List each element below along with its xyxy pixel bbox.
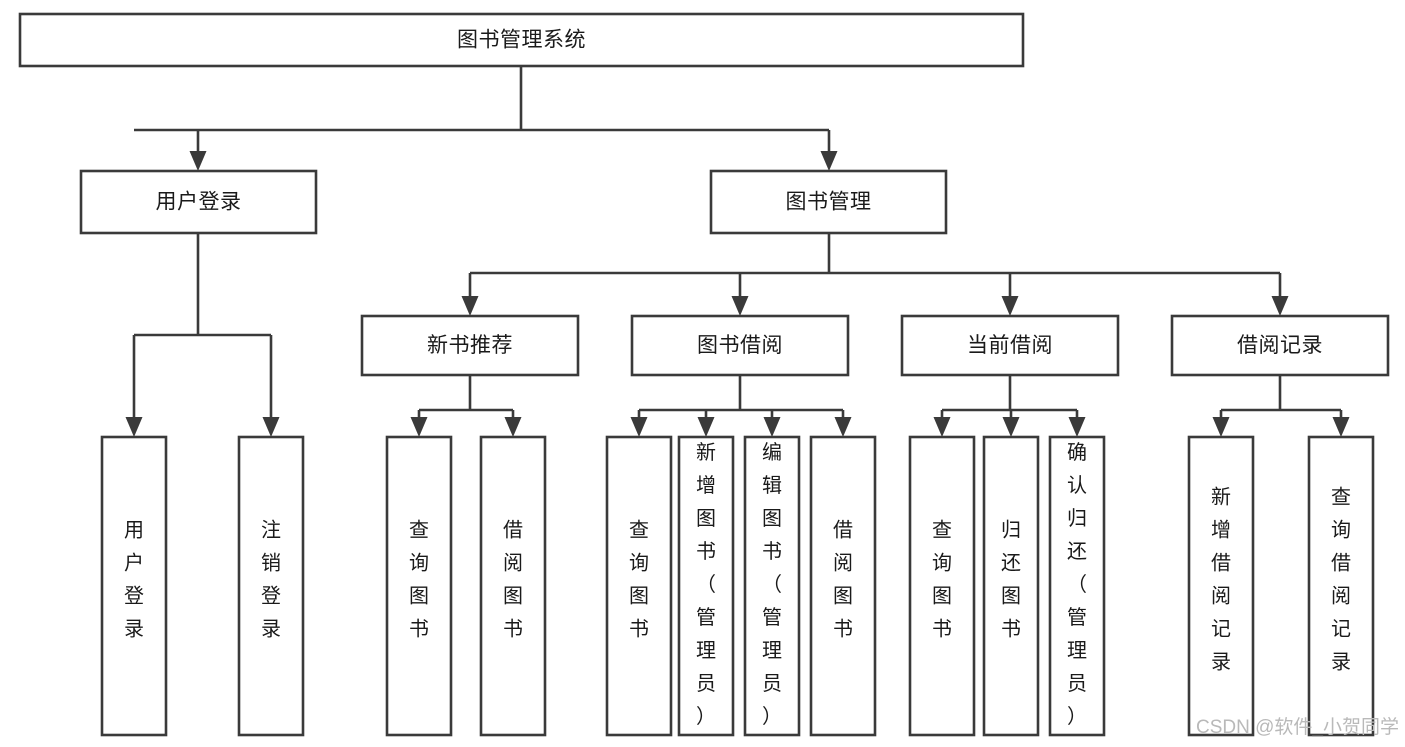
node-box[interactable]: [237, 435, 305, 737]
node-leaf-query-record[interactable]: 查询借阅记录: [1307, 435, 1375, 737]
node-label: 当前借阅: [967, 334, 1053, 357]
node-label: 新增借阅记录: [1211, 486, 1231, 674]
node-user-login[interactable]: 用户登录: [79, 169, 318, 235]
arrow-leaf-add-book-icon: [697, 417, 715, 437]
arrow-leaf-return-book-icon: [1002, 417, 1020, 437]
node-box[interactable]: [1170, 314, 1390, 377]
node-box[interactable]: [900, 314, 1120, 377]
csdn-watermark: CSDN @软件_小贺同学: [1196, 716, 1399, 738]
node-label: 查询图书: [409, 519, 429, 641]
node-leaf-query-book-2[interactable]: 查询图书: [605, 435, 673, 737]
node-current-borrow[interactable]: 当前借阅: [900, 314, 1120, 377]
node-label: 图书管理: [786, 191, 872, 214]
node-label: 借阅记录: [1237, 334, 1323, 357]
node-box[interactable]: [385, 435, 453, 737]
node-box[interactable]: [908, 435, 976, 737]
connector-row-new-book-rec: [419, 375, 513, 412]
arrow-leaf-confirm-return-icon: [1068, 417, 1086, 437]
arrow-leaf-query-book-3-icon: [933, 417, 951, 437]
connector-row-book-manage: [470, 233, 1280, 275]
node-label: 新增图书（管理员）: [696, 441, 716, 728]
node-layer: 图书管理系统用户登录图书管理新书推荐图书借阅当前借阅借阅记录用户登录注销登录查询…: [18, 12, 1390, 737]
arrow-leaf-borrow-book-2-icon: [834, 417, 852, 437]
arrow-book-borrow-icon: [731, 296, 749, 316]
arrow-leaf-user-logout-icon: [262, 417, 280, 437]
arrow-leaf-query-record-icon: [1332, 417, 1350, 437]
node-new-book-rec[interactable]: 新书推荐: [360, 314, 580, 377]
arrow-book-manage-icon: [820, 151, 838, 171]
arrow-leaf-user-login-icon: [125, 417, 143, 437]
node-label: 查询借阅记录: [1331, 486, 1351, 674]
node-leaf-return-book[interactable]: 归还图书: [982, 435, 1040, 737]
node-leaf-add-record[interactable]: 新增借阅记录: [1187, 435, 1255, 737]
connector-layer: [132, 66, 1343, 417]
arrow-leaf-borrow-book-1-icon: [504, 417, 522, 437]
node-box[interactable]: [18, 12, 1025, 68]
node-label: 归还图书: [1001, 519, 1021, 641]
node-box[interactable]: [630, 314, 850, 377]
node-label: 用户登录: [124, 520, 144, 641]
node-leaf-borrow-book-1[interactable]: 借阅图书: [479, 435, 547, 737]
arrow-leaf-query-book-2-icon: [630, 417, 648, 437]
node-label: 查询图书: [629, 519, 649, 641]
node-root[interactable]: 图书管理系统: [18, 12, 1025, 68]
arrow-leaf-edit-book-icon: [763, 417, 781, 437]
node-box[interactable]: [360, 314, 580, 377]
node-leaf-user-logout[interactable]: 注销登录: [237, 435, 305, 737]
connector-row-user-login: [134, 233, 271, 337]
node-leaf-add-book[interactable]: 新增图书（管理员）: [677, 435, 735, 737]
node-label: 确认归还（管理员）: [1067, 441, 1087, 728]
node-box[interactable]: [605, 435, 673, 737]
node-label: 新书推荐: [427, 334, 513, 357]
node-label: 用户登录: [156, 191, 242, 214]
connector-row-current-borrow: [942, 375, 1077, 412]
node-box[interactable]: [79, 169, 318, 235]
node-box[interactable]: [677, 435, 735, 737]
node-box[interactable]: [479, 435, 547, 737]
connector-row-book-borrow: [639, 375, 843, 412]
node-box[interactable]: [809, 435, 877, 737]
arrow-user-login-icon: [189, 151, 207, 171]
arrow-layer: [125, 151, 1350, 437]
node-box[interactable]: [1307, 435, 1375, 737]
node-leaf-query-book-3[interactable]: 查询图书: [908, 435, 976, 737]
node-borrow-record[interactable]: 借阅记录: [1170, 314, 1390, 377]
arrow-leaf-add-record-icon: [1212, 417, 1230, 437]
arrow-borrow-record-icon: [1271, 296, 1289, 316]
node-box[interactable]: [1187, 435, 1255, 737]
node-box[interactable]: [100, 435, 168, 737]
node-book-borrow[interactable]: 图书借阅: [630, 314, 850, 377]
connector-row-borrow-record: [1221, 375, 1341, 412]
node-label: 图书管理系统: [457, 29, 586, 52]
node-leaf-edit-book[interactable]: 编辑图书（管理员）: [743, 435, 801, 737]
node-label: 图书借阅: [697, 334, 783, 357]
node-label: 编辑图书（管理员）: [762, 441, 782, 728]
node-book-manage[interactable]: 图书管理: [709, 169, 948, 235]
arrow-new-book-rec-icon: [461, 296, 479, 316]
node-label: 借阅图书: [833, 519, 853, 641]
node-leaf-query-book-1[interactable]: 查询图书: [385, 435, 453, 737]
node-box[interactable]: [1048, 435, 1106, 737]
node-box[interactable]: [743, 435, 801, 737]
node-label: 注销登录: [261, 519, 281, 641]
arrow-leaf-query-book-1-icon: [410, 417, 428, 437]
node-leaf-confirm-return[interactable]: 确认归还（管理员）: [1048, 435, 1106, 737]
node-box[interactable]: [982, 435, 1040, 737]
connector-row-root: [134, 66, 829, 132]
node-label: 借阅图书: [503, 519, 523, 641]
node-leaf-borrow-book-2[interactable]: 借阅图书: [809, 435, 877, 737]
node-box[interactable]: [709, 169, 948, 235]
arrow-current-borrow-icon: [1001, 296, 1019, 316]
node-leaf-user-login[interactable]: 用户登录: [100, 435, 168, 737]
node-label: 查询图书: [932, 519, 952, 641]
